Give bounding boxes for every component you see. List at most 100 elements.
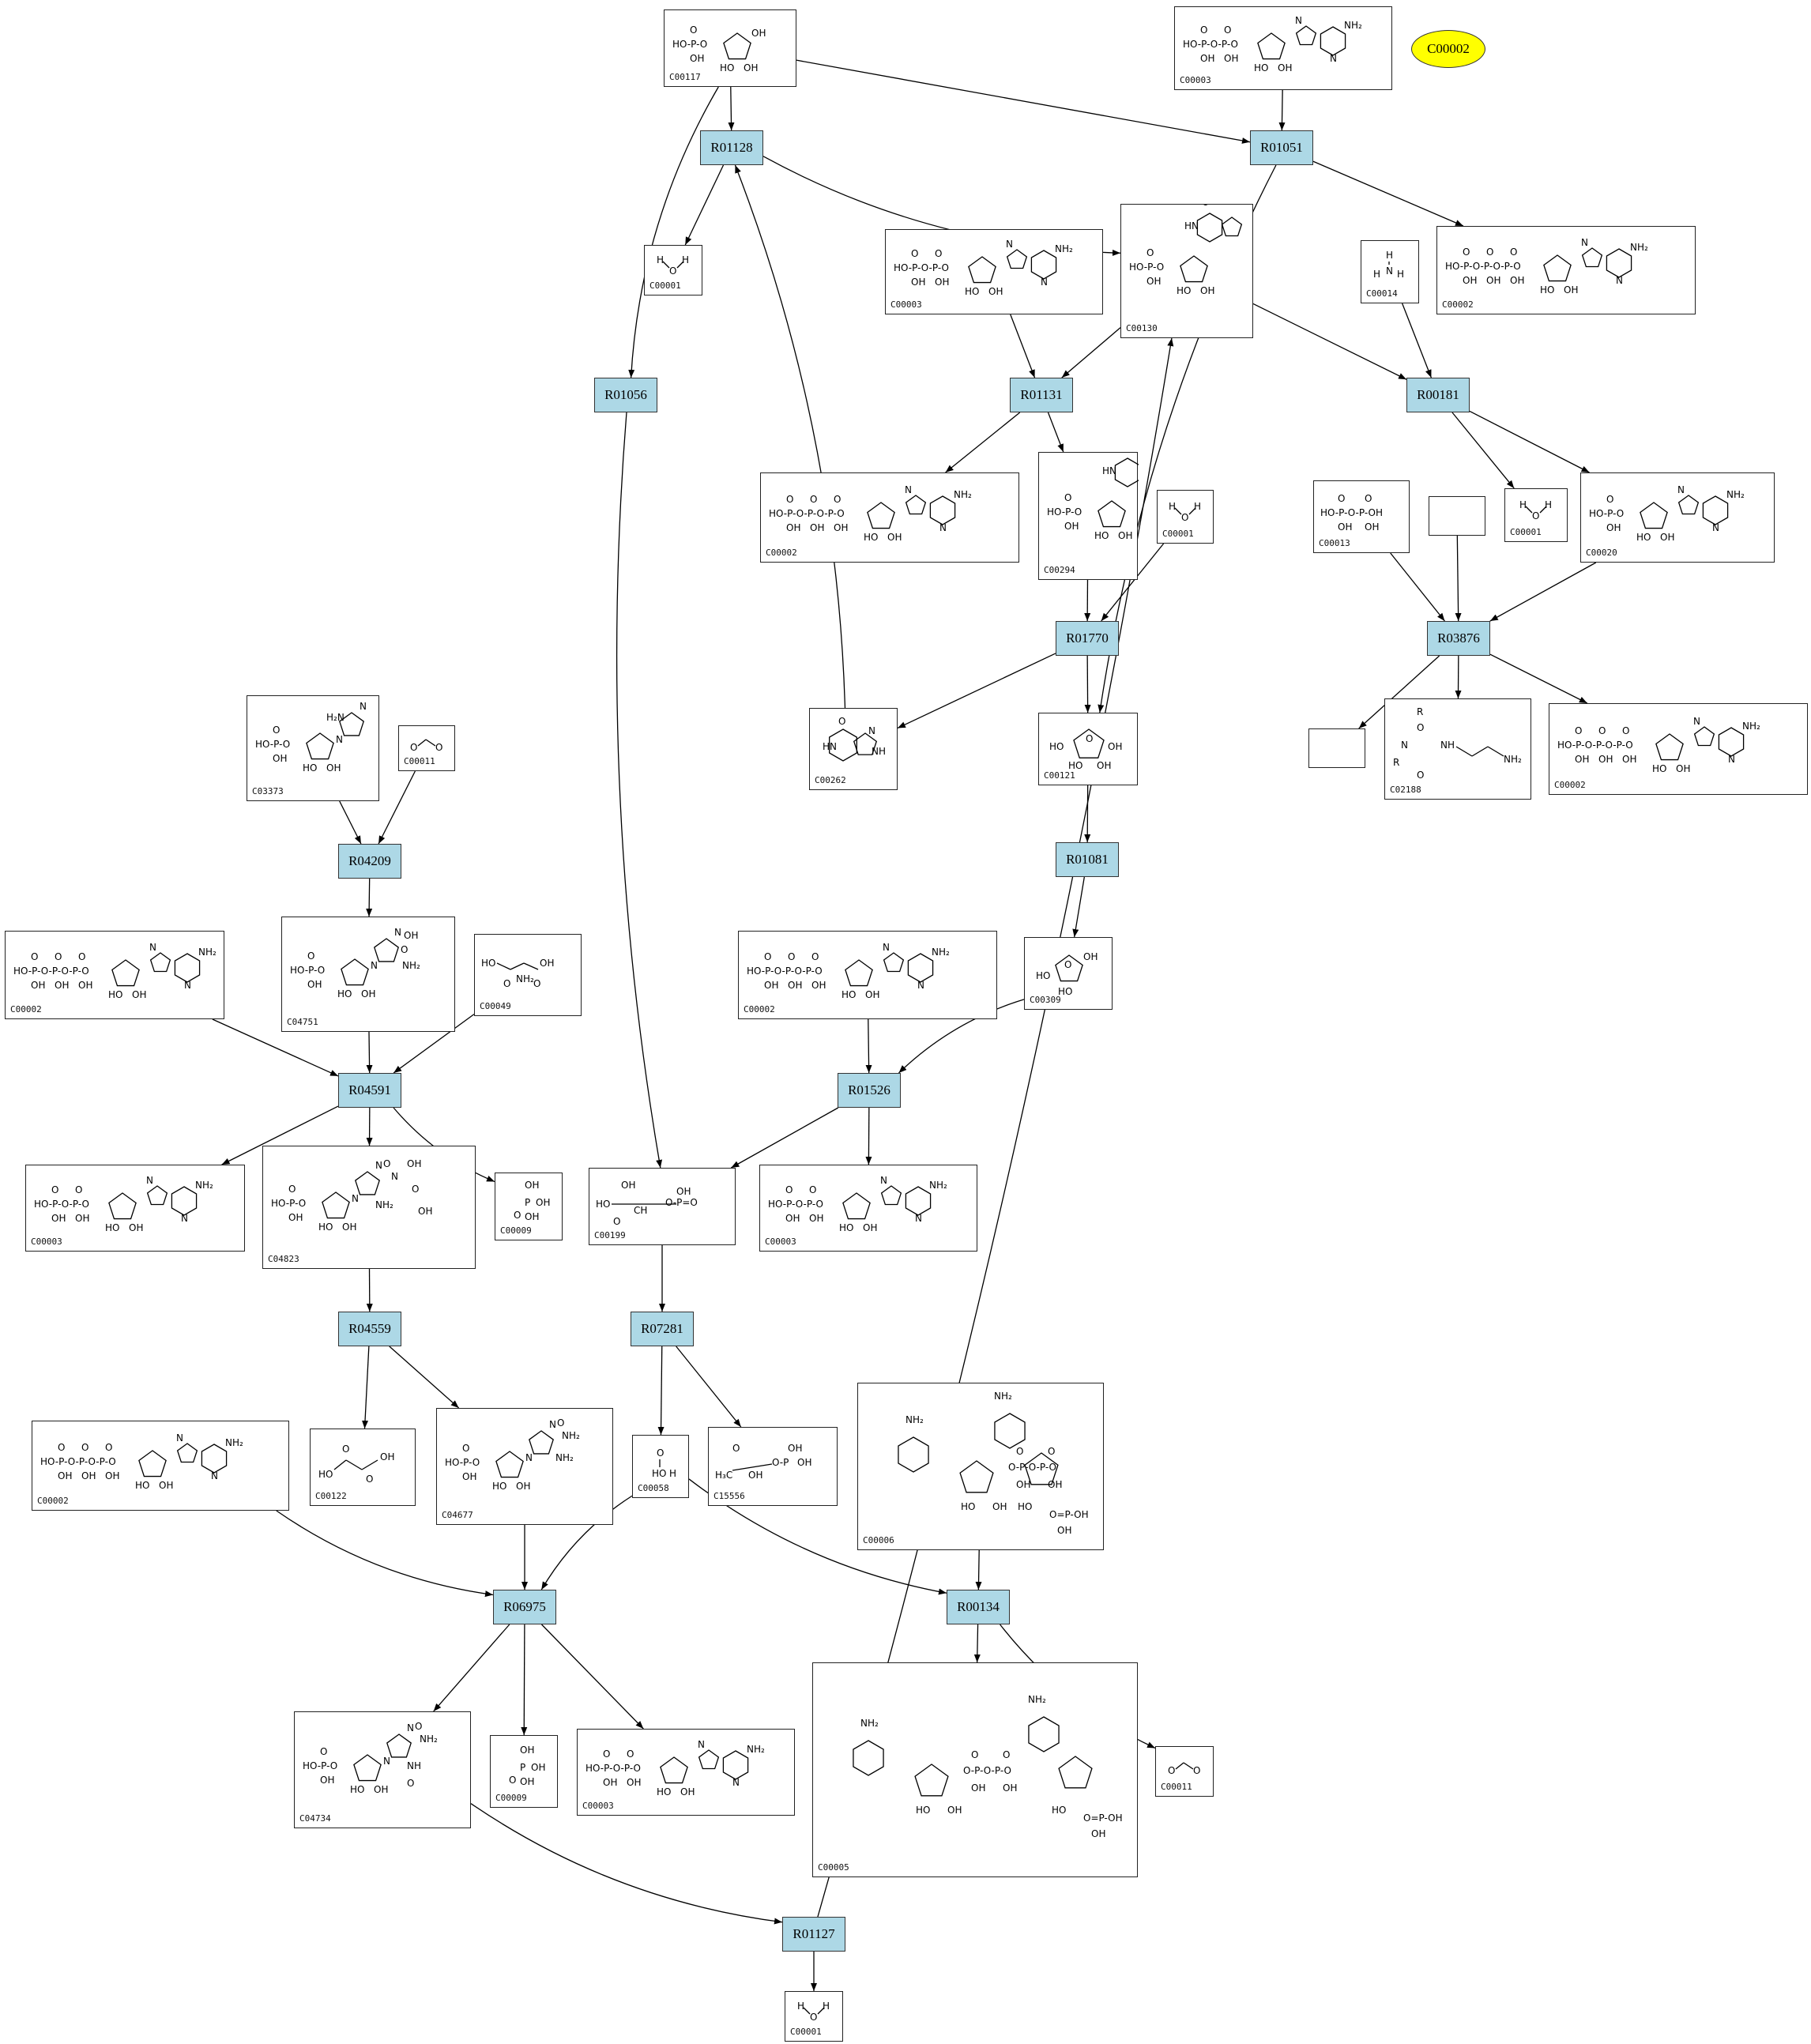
svg-text:OH: OH [971,1782,985,1794]
compound-id-label: C00002 [766,548,797,558]
svg-text:OH: OH [1622,754,1636,765]
svg-text:O: O [603,1749,610,1760]
svg-text:OH: OH [751,28,766,39]
svg-text:NH₂: NH₂ [954,489,972,500]
reaction-r01131[interactable]: R01131 [1010,378,1073,412]
svg-text:OH: OH [764,980,778,991]
compound-empty-n19[interactable] [1308,728,1365,768]
svg-text:OH: OH [51,1213,66,1224]
svg-text:NH₂: NH₂ [1742,721,1760,732]
legend-oval[interactable]: C00002 [1411,30,1485,68]
edge-r06-n17 [897,653,1056,729]
reaction-r00134[interactable]: R00134 [947,1590,1010,1624]
svg-text:HO: HO [1177,285,1191,296]
compound-empty-n12[interactable] [1429,496,1485,536]
svg-text:N: N [394,927,401,938]
svg-text:OH: OH [810,522,824,533]
compound-c00294-n09[interactable]: HO-P-OOOHHOOHOHNC00294 [1038,452,1139,580]
svg-text:O: O [342,1444,349,1455]
reaction-r06975[interactable]: R06975 [493,1590,556,1624]
svg-text:OH: OH [1200,53,1214,64]
reaction-r01056[interactable]: R01056 [594,378,657,412]
svg-text:OH: OH [809,1213,823,1224]
reaction-r01127[interactable]: R01127 [782,1917,845,1952]
svg-text:O: O [1200,24,1207,36]
svg-text:O: O [462,1443,469,1454]
svg-text:O: O [613,1216,620,1227]
compound-c00130-n05[interactable]: HO-P-OOOHHOOHOHNC00130 [1120,204,1253,338]
svg-text:HO: HO [1018,1501,1032,1512]
edge-r11-n30 [731,1107,839,1169]
svg-text:O: O [288,1184,296,1195]
svg-text:OH: OH [627,1777,641,1788]
svg-text:N: N [1006,239,1013,250]
svg-text:HO-P-O-P-O: HO-P-O-P-O [34,1199,89,1210]
edge-n01-r03 [628,86,719,378]
reaction-r00181[interactable]: R00181 [1406,378,1470,412]
svg-text:O-P-O-P-O: O-P-O-P-O [1008,1462,1056,1473]
svg-text:N: N [1330,53,1337,64]
compound-id-label: C00002 [1554,780,1586,790]
reaction-r01770[interactable]: R01770 [1056,621,1119,656]
reaction-r01051[interactable]: R01051 [1250,130,1313,165]
svg-text:HN: HN [1102,465,1116,476]
reaction-r04559[interactable]: R04559 [338,1312,401,1346]
svg-text:NH₂: NH₂ [195,1180,213,1191]
reaction-r01081[interactable]: R01081 [1056,842,1119,877]
reaction-r04591[interactable]: R04591 [338,1073,401,1108]
reaction-r01128[interactable]: R01128 [700,130,763,165]
reaction-r01526[interactable]: R01526 [838,1073,901,1108]
reaction-r07281[interactable]: R07281 [631,1312,694,1346]
svg-text:OH: OH [1575,754,1589,765]
reaction-r03876[interactable]: R03876 [1427,621,1490,656]
svg-text:N: N [360,701,367,712]
svg-text:OH: OH [129,1222,143,1233]
edge-r04-n08 [945,412,1021,473]
compound-id-label: C15556 [713,1491,745,1501]
reaction-r04209[interactable]: R04209 [338,844,401,879]
edge-n33-r14 [276,1510,494,1598]
edge-n32-r15 [975,1549,982,1590]
svg-text:O: O [627,1749,634,1760]
svg-text:OH: OH [935,277,949,288]
